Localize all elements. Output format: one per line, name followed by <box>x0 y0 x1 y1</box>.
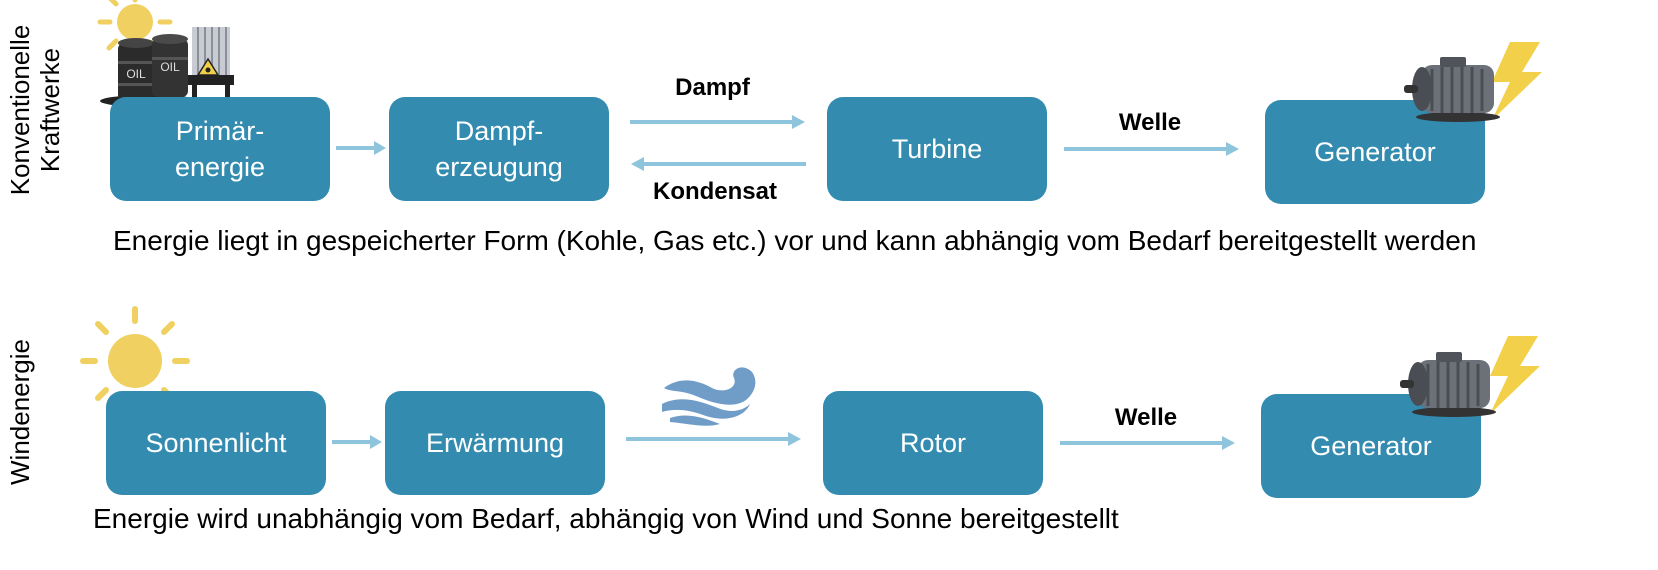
arrow-condensate-back <box>631 157 806 171</box>
row-label-wind: Windenergie <box>5 339 35 485</box>
row-label-line2: Kraftwerke <box>35 47 65 173</box>
box-generator-label: Generator <box>1314 137 1436 167</box>
box-turbine-label: Turbine <box>891 134 983 164</box>
box-heating: Erwärmung <box>385 391 605 495</box>
box-primary-energy-line2: energie <box>174 152 266 182</box>
arrow-turbine-to-generator <box>1064 142 1239 156</box>
caption-conventional: Energie liegt in gespeicherter Form (Koh… <box>113 225 1477 256</box>
box-steam-generation-line2: erzeugung <box>435 152 563 182</box>
arrow-heating-to-rotor <box>626 432 801 446</box>
row-label-line1: Konventionelle <box>5 24 35 196</box>
wind-wave-icon <box>662 367 756 426</box>
box-rotor-label: Rotor <box>899 428 967 458</box>
box-generator-wind-label: Generator <box>1310 431 1432 461</box>
arrow-sunlight-to-heating <box>332 435 382 449</box>
box-turbine: Turbine <box>827 97 1047 201</box>
box-rotor: Rotor <box>823 391 1043 495</box>
lightning-bolt-icon <box>1492 42 1542 120</box>
barrel-label: OIL <box>160 60 180 74</box>
arrow-label-condensate: Kondensat <box>652 178 777 205</box>
arrow-label-steam: Dampf <box>675 74 750 101</box>
arrow-label-shaft: Welle <box>1114 404 1178 431</box>
arrow-primary-to-steam <box>336 141 386 155</box>
box-heating-label: Erwärmung <box>425 428 565 458</box>
box-steam-generation: Dampf- erzeugung <box>389 97 609 201</box>
barrel-label: OIL <box>126 67 146 81</box>
lightning-bolt-icon <box>1490 336 1540 414</box>
arrow-steam-forward <box>630 115 805 129</box>
box-steam-generation-line1: Dampf- <box>454 116 544 146</box>
row-label-wind-text: Windenergie <box>5 339 35 485</box>
box-primary-energy-line1: Primär- <box>175 116 265 146</box>
electric-motor-icon <box>1400 352 1496 417</box>
caption-wind: Energie wird unabhängig vom Bedarf, abhä… <box>93 503 1119 534</box>
electric-motor-icon <box>1404 57 1500 122</box>
box-sunlight-label: Sonnenlicht <box>145 428 287 458</box>
arrow-label-shaft: Welle <box>1118 109 1182 136</box>
arrow-rotor-to-generator <box>1060 436 1235 450</box>
oil-barrels-icon: OIL OIL <box>100 34 200 107</box>
box-primary-energy: Primär- energie <box>110 97 330 201</box>
row-label-conventional: Konventionelle Kraftwerke <box>5 10 65 210</box>
nuclear-plant-icon <box>188 27 234 101</box>
box-sunlight: Sonnenlicht <box>106 391 326 495</box>
